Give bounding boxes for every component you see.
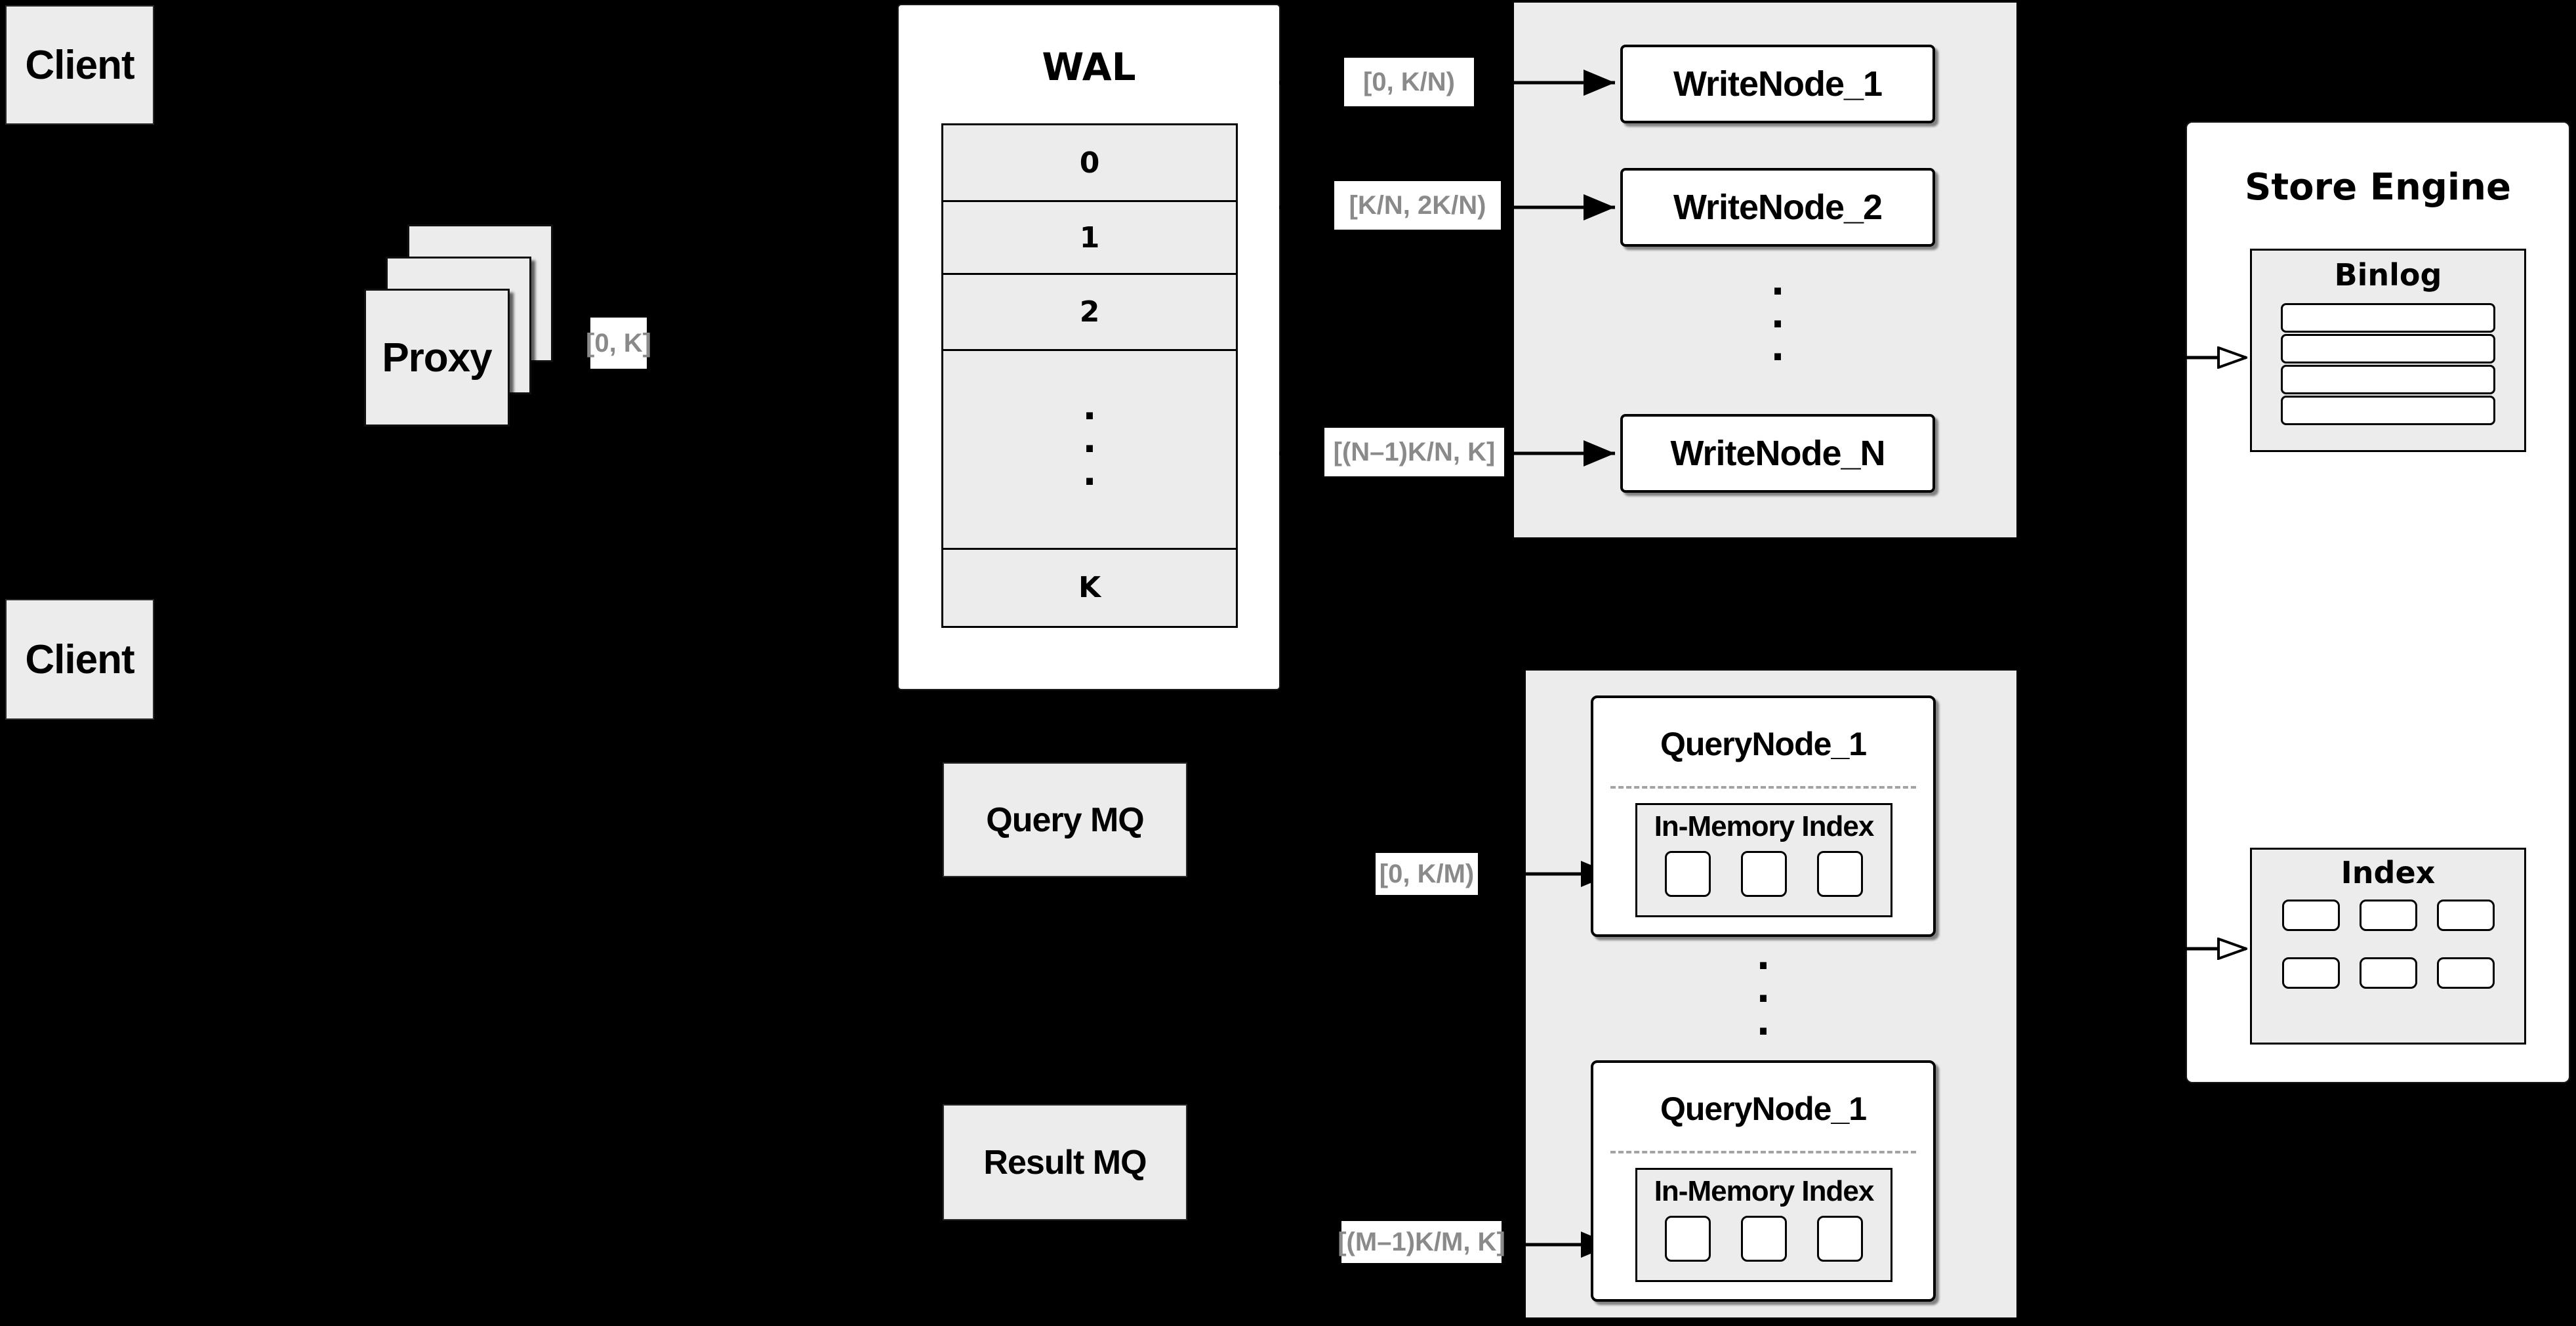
edge-label-mq-query-1: [0, K/M) bbox=[1376, 853, 1478, 895]
binlog-slat bbox=[2281, 303, 2495, 333]
binlog-slats bbox=[2281, 303, 2495, 426]
querynode-1-divider bbox=[1610, 786, 1916, 789]
index-chip bbox=[2359, 957, 2417, 989]
write-panel-dots: · · · bbox=[1770, 270, 1785, 379]
writenode-1-box: WriteNode_1 bbox=[1620, 45, 1935, 123]
querynode-1-box: QueryNode_1 In-Memory Index bbox=[1591, 695, 1936, 937]
client-bottom-label: Client bbox=[25, 636, 134, 682]
querynode-1-title: QueryNode_1 bbox=[1660, 726, 1867, 762]
memory-chip bbox=[1817, 851, 1863, 897]
querynode-m-title: QueryNode_1 bbox=[1660, 1090, 1867, 1127]
wal-row-0: 0 bbox=[943, 125, 1236, 203]
wal-content: WAL 0 1 2 · · · K bbox=[897, 4, 1280, 690]
index-chip bbox=[2436, 900, 2495, 931]
edge-label-mq-query-m: [(M–1)K/M, K] bbox=[1338, 1221, 1505, 1263]
wal-row-1: 1 bbox=[943, 202, 1236, 276]
arrow-querymq-to-querynode-1 bbox=[1189, 818, 1612, 887]
inmemory-index-title-1: In-Memory Index bbox=[1654, 810, 1875, 842]
edge-label-wal-write-1: [0, K/N) bbox=[1344, 58, 1474, 106]
client-box-top: Client bbox=[5, 5, 154, 125]
edge-label-wal-write-2: [K/N, 2K/N) bbox=[1334, 181, 1501, 230]
binlog-slat bbox=[2281, 396, 2495, 425]
client-box-bottom: Client bbox=[5, 599, 154, 720]
wal-row-k: K bbox=[1078, 571, 1101, 605]
index-chip bbox=[2436, 957, 2495, 989]
index-box: Index bbox=[2250, 848, 2526, 1045]
result-mq-label: Result MQ bbox=[983, 1143, 1147, 1182]
query-panel-dots: · · · bbox=[1756, 944, 1770, 1053]
memory-chip bbox=[1817, 1216, 1863, 1262]
querynode-m-box: QueryNode_1 In-Memory Index bbox=[1591, 1060, 1936, 1302]
writenode-2-label: WriteNode_2 bbox=[1673, 188, 1883, 227]
wal-title: WAL bbox=[1042, 45, 1136, 89]
writenode-n-label: WriteNode_N bbox=[1670, 434, 1885, 473]
index-chips bbox=[2281, 900, 2495, 989]
index-chip bbox=[2281, 957, 2340, 989]
query-mq-label: Query MQ bbox=[986, 800, 1144, 839]
writenode-2-box: WriteNode_2 bbox=[1620, 168, 1935, 247]
store-engine-title: Store Engine bbox=[2245, 166, 2511, 209]
edge-label-proxy-wal: [0, K] bbox=[586, 318, 651, 369]
proxy-box: Proxy bbox=[364, 289, 510, 426]
query-mq-box: Query MQ bbox=[943, 762, 1187, 877]
memory-chip bbox=[1665, 1216, 1711, 1262]
edge-label-wal-write-n: [(N–1)K/N, K] bbox=[1324, 428, 1504, 476]
proxy-label: Proxy bbox=[382, 335, 492, 381]
binlog-box: Binlog bbox=[2250, 249, 2526, 452]
writenode-n-box: WriteNode_N bbox=[1620, 414, 1935, 493]
binlog-title: Binlog bbox=[2334, 257, 2442, 293]
inmemory-index-title-2: In-Memory Index bbox=[1654, 1175, 1875, 1207]
memory-chip bbox=[1741, 1216, 1787, 1262]
wal-dots: · · · bbox=[943, 351, 1236, 550]
inmemory-index-box-1: In-Memory Index bbox=[1635, 803, 1892, 917]
memory-chip bbox=[1741, 851, 1787, 897]
writenode-1-label: WriteNode_1 bbox=[1673, 64, 1883, 104]
inmemory-index-box-2: In-Memory Index bbox=[1635, 1168, 1892, 1282]
querynode-m-divider bbox=[1610, 1151, 1916, 1153]
index-chip bbox=[2359, 900, 2417, 931]
memory-chips-1 bbox=[1665, 851, 1863, 897]
store-engine-content: Store Engine Binlog Index bbox=[2186, 121, 2570, 1083]
memory-chip bbox=[1665, 851, 1711, 897]
binlog-slat bbox=[2281, 334, 2495, 363]
result-mq-box: Result MQ bbox=[943, 1104, 1187, 1220]
index-title: Index bbox=[2341, 855, 2436, 890]
index-chip bbox=[2281, 900, 2340, 931]
wal-row-2: 2 bbox=[943, 275, 1236, 352]
wal-table: 0 1 2 · · · K bbox=[941, 123, 1238, 628]
memory-chips-2 bbox=[1665, 1216, 1863, 1262]
client-top-label: Client bbox=[25, 42, 134, 88]
binlog-slat bbox=[2281, 365, 2495, 394]
